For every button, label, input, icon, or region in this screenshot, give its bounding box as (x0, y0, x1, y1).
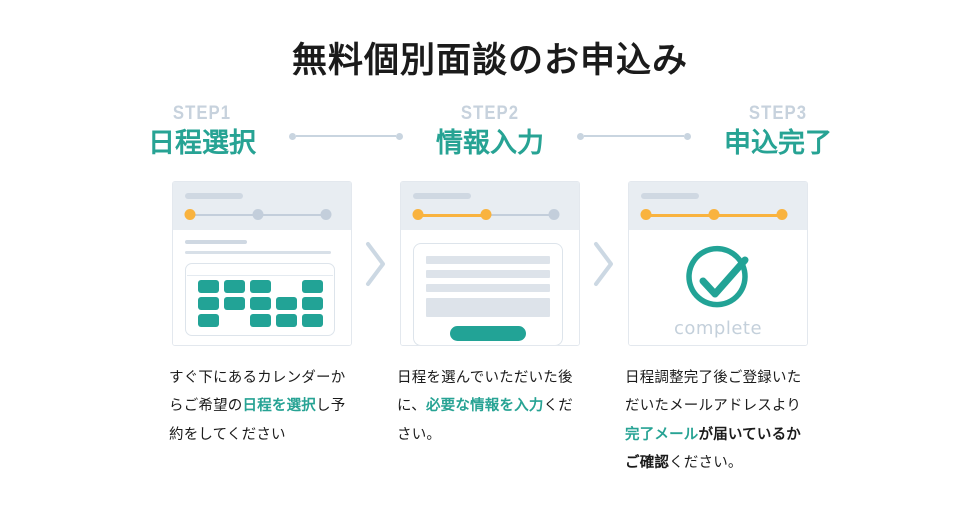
caption-highlight: 必要な情報を入力 (425, 398, 544, 415)
calendar-cell-empty (276, 280, 297, 293)
calendar-cell[interactable] (301, 280, 323, 294)
card-schedule (172, 181, 352, 347)
body-line-long (185, 251, 331, 255)
step-kicker-3: STEP3 (748, 103, 808, 124)
step-item-2[interactable]: STEP2 情報入力 (410, 104, 570, 159)
card-caption-3: 日程調整完了後ご登録いただいたメールアドレスより完了メールが届いているかご確認く… (625, 364, 811, 477)
card-caption-1: すぐ下にあるカレンダーからご希望の日程を選択し予約をしてください (169, 364, 355, 449)
step-kicker-2: STEP2 (460, 103, 520, 124)
connector-dot-right-icon (684, 132, 691, 140)
card-body-1 (173, 230, 351, 346)
check-circle-icon (686, 245, 749, 308)
progress-dot-2-icon (252, 209, 264, 221)
caption-part: ください。 (669, 454, 743, 471)
step-title-2: 情報入力 (436, 128, 544, 158)
connector-line (584, 135, 684, 138)
step-item-1[interactable]: STEP1 日程選択 (122, 104, 282, 159)
calendar-cell[interactable] (275, 297, 297, 311)
step-connector-2-3 (570, 121, 698, 151)
form-input-placeholder[interactable] (426, 256, 550, 265)
form-widget (413, 243, 563, 346)
step-indicator: STEP1 日程選択 STEP2 情報入力 STEP3 申込完了 (0, 104, 980, 159)
step-card-column-3: complete 日程調整完了後ご登録いただいたメールアドレスより完了メールが届… (623, 181, 813, 477)
connector-line (296, 135, 396, 138)
calendar-cell[interactable] (197, 297, 219, 311)
header-placeholder-bar (185, 193, 243, 200)
chevron-right-icon-1 (357, 181, 395, 346)
connector-dot-left-icon (289, 132, 296, 140)
progress-dot-2-icon (708, 209, 720, 221)
step-card-column-1: すぐ下にあるカレンダーからご希望の日程を選択し予約をしてください (167, 181, 357, 449)
connector-dot-left-icon (577, 132, 584, 140)
progress-dot-3-icon (548, 209, 560, 221)
progress-fill (418, 213, 486, 217)
card-body-3: complete (629, 230, 807, 346)
caption-part: ください。 (397, 398, 573, 443)
step-title-3: 申込完了 (724, 128, 832, 158)
calendar-divider (187, 275, 333, 277)
form-submit-button[interactable] (450, 326, 526, 342)
complete-label: complete (673, 318, 763, 340)
caption-part: し予約をしてください (169, 398, 346, 443)
step-kicker-1: STEP1 (172, 103, 232, 124)
calendar-cell[interactable] (249, 314, 271, 328)
body-line-short (185, 240, 247, 245)
card-header-2 (401, 182, 579, 231)
complete-graphic: complete (641, 240, 795, 345)
card-complete: complete (628, 181, 808, 347)
calendar-cell[interactable] (249, 297, 271, 311)
calendar-widget[interactable] (185, 263, 335, 337)
card-caption-2: 日程を選んでいただいた後に、必要な情報を入力ください。 (397, 364, 583, 449)
caption-part: 日程調整完了後ご登録いただいたメールアドレスより (625, 370, 802, 415)
progress-dot-2-icon (480, 209, 492, 221)
progress-dot-1-icon (640, 209, 652, 221)
card-header-3 (629, 182, 807, 231)
caption-highlight: 日程を選択 (242, 398, 316, 415)
card-progress-3 (640, 209, 788, 221)
progress-dot-3-icon (320, 209, 332, 221)
caption-part: すぐ下にあるカレンダーからご希望の (169, 370, 346, 415)
card-progress-1 (184, 209, 332, 221)
card-header-1 (173, 182, 351, 231)
calendar-cell[interactable] (301, 314, 323, 328)
calendar-grid (186, 280, 334, 328)
step-card-column-2: 日程を選んでいただいた後に、必要な情報を入力ください。 (395, 181, 585, 449)
form-input-placeholder[interactable] (426, 284, 550, 293)
form-input-placeholder[interactable] (426, 270, 550, 279)
progress-dot-1-icon (412, 209, 424, 221)
caption-highlight: 完了メール (625, 426, 699, 443)
calendar-cell[interactable] (223, 297, 245, 311)
step-item-3[interactable]: STEP3 申込完了 (698, 104, 858, 159)
card-form (400, 181, 580, 347)
step-connector-1-2 (282, 121, 410, 151)
caption-part: 日程を選んでいただいた後に、 (397, 370, 573, 415)
header-placeholder-bar (413, 193, 471, 200)
form-textarea-placeholder[interactable] (426, 298, 550, 318)
calendar-cell[interactable] (197, 280, 219, 294)
connector-dot-right-icon (396, 132, 403, 140)
chevron-right-icon-2 (585, 181, 623, 346)
calendar-cell-empty (224, 314, 245, 327)
step-title-1: 日程選択 (148, 128, 256, 158)
card-body-2 (401, 230, 579, 346)
header-placeholder-bar (641, 193, 699, 200)
progress-dot-3-icon (776, 209, 788, 221)
calendar-cell[interactable] (275, 314, 297, 328)
calendar-cell[interactable] (301, 297, 323, 311)
calendar-cell[interactable] (223, 280, 245, 294)
page-title: 無料個別面談のお申込み (291, 41, 688, 80)
calendar-cell[interactable] (249, 280, 271, 294)
caption-strong: が届いているかご確認 (625, 426, 801, 471)
card-progress-2 (412, 209, 560, 221)
step-cards-row: すぐ下にあるカレンダーからご希望の日程を選択し予約をしてください (0, 181, 980, 477)
progress-dot-1-icon (184, 209, 196, 221)
calendar-cell[interactable] (197, 314, 219, 328)
